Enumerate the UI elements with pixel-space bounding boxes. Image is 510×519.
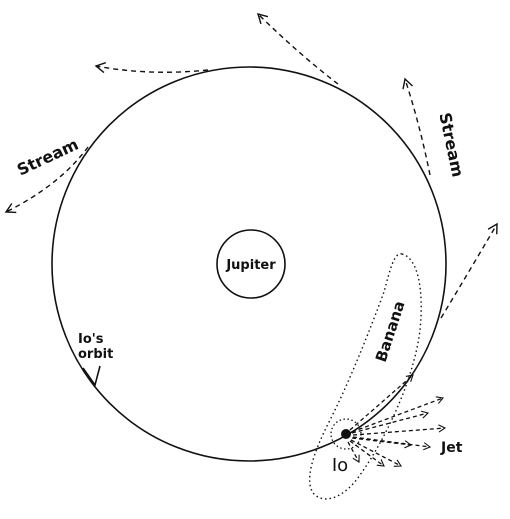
jupiter-label: Jupiter [225, 258, 276, 273]
banana-label: Banana [372, 299, 409, 365]
stream-arrow-left [4, 146, 89, 214]
stream-left-label: Stream [14, 135, 81, 180]
io-moon [341, 429, 351, 439]
orbit-label-line2: orbit [78, 347, 113, 362]
jet-arrow-6 [351, 437, 413, 449]
jet-arrow-8 [349, 440, 385, 467]
banana-region [308, 253, 422, 500]
jet-label: Jet [440, 440, 463, 456]
stream-arrow-top-left [94, 62, 209, 74]
stream-arrows [4, 12, 498, 319]
jet-arrow-2 [351, 396, 445, 433]
io-label: Io [332, 455, 348, 476]
io-orbit-circle [51, 66, 447, 462]
orbit-label-line1: Io's [78, 332, 104, 347]
jet-arrow-3 [351, 410, 430, 434]
stream-arrow-top [256, 12, 339, 85]
jet-arrow-7 [350, 439, 402, 467]
jupiter-circle [216, 229, 286, 299]
jet-arrow-9 [347, 441, 360, 463]
orbit-direction-arrow-icon [82, 365, 101, 387]
jet-arrow-4 [352, 424, 447, 436]
jet-arrow-5 [352, 436, 432, 451]
stream-arrow-right [440, 222, 498, 319]
jet-arrows [347, 374, 447, 467]
jet-arrow-1 [349, 374, 414, 431]
stream-arrow-top-right [402, 77, 431, 176]
stream-right-label: Stream [435, 111, 467, 179]
